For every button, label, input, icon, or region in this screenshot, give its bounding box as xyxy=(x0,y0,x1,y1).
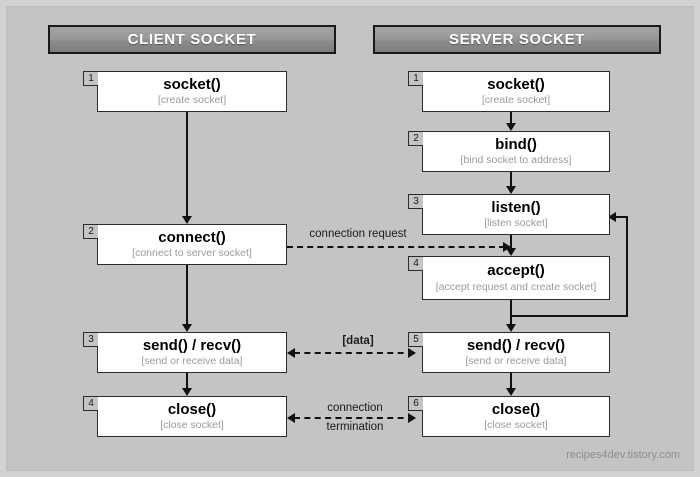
server-edge-listen-to-accept xyxy=(510,235,512,248)
client-arrowhead-close xyxy=(182,388,192,396)
server-edge-send-to-close xyxy=(510,373,512,388)
server-node-send-recv-subtitle: [send or receive data] xyxy=(465,355,567,368)
server-loop-top-segment xyxy=(616,216,628,218)
server-node-send-recv[interactable]: 5 send() / recv() [send or receive data] xyxy=(408,332,610,373)
server-node-bind[interactable]: 2 bind() [bind socket to address] xyxy=(408,131,610,172)
arrowhead-termination-to-client xyxy=(287,413,295,423)
client-node-connect-subtitle: [connect to server socket] xyxy=(132,247,252,260)
arrowhead-data-to-client xyxy=(287,348,295,358)
edge-label-data: [data] xyxy=(342,335,374,347)
client-node-socket-subtitle: [create socket] xyxy=(157,94,227,107)
edge-data-exchange xyxy=(294,352,414,354)
server-arrowhead-accept xyxy=(506,248,516,256)
client-node-send-recv[interactable]: 3 send() / recv() [send or receive data] xyxy=(83,332,287,373)
server-edge-bind-to-listen xyxy=(510,172,512,186)
server-step-number-1: 1 xyxy=(408,71,423,86)
client-arrowhead-connect xyxy=(182,216,192,224)
server-node-close-title: close() xyxy=(491,400,541,418)
server-node-accept-subtitle: [accept request and create socket] xyxy=(435,280,597,293)
client-edge-socket-to-connect xyxy=(186,112,188,216)
diagram-canvas: CLIENT SOCKET SERVER SOCKET 1 socket() [… xyxy=(6,6,694,471)
client-edge-connect-to-send xyxy=(186,265,188,324)
client-node-socket-title: socket() xyxy=(163,75,221,93)
edge-connection-request xyxy=(287,246,505,248)
server-edge-socket-to-bind xyxy=(510,112,512,123)
watermark-text: recipes4dev.tistory.com xyxy=(566,449,680,461)
server-node-accept[interactable]: 4 accept() [accept request and create so… xyxy=(408,256,610,300)
server-node-send-recv-title: send() / recv() xyxy=(466,336,566,354)
server-arrowhead-close xyxy=(506,388,516,396)
client-edge-send-to-close xyxy=(186,373,188,388)
edge-label-connection-termination-line1: connection xyxy=(327,402,383,414)
client-step-number-3: 3 xyxy=(83,332,98,347)
server-node-close[interactable]: 6 close() [close socket] xyxy=(408,396,610,437)
server-step-number-3: 3 xyxy=(408,194,423,209)
server-arrowhead-listen xyxy=(506,186,516,194)
column-header-server: SERVER SOCKET xyxy=(373,25,661,54)
client-step-number-2: 2 xyxy=(83,224,98,239)
server-node-close-subtitle: [close socket] xyxy=(484,419,548,432)
client-arrowhead-send xyxy=(182,324,192,332)
arrowhead-termination-to-server xyxy=(408,413,416,423)
edge-label-connection-termination-line2: termination xyxy=(326,421,384,433)
column-header-client: CLIENT SOCKET xyxy=(48,25,336,54)
server-node-listen-subtitle: [listen socket] xyxy=(484,217,548,230)
server-node-socket[interactable]: 1 socket() [create socket] xyxy=(408,71,610,112)
server-node-socket-title: socket() xyxy=(487,75,545,93)
arrowhead-data-to-server xyxy=(408,348,416,358)
client-node-close[interactable]: 4 close() [close socket] xyxy=(83,396,287,437)
client-node-socket[interactable]: 1 socket() [create socket] xyxy=(83,71,287,112)
client-node-send-recv-title: send() / recv() xyxy=(142,336,242,354)
client-step-number-1: 1 xyxy=(83,71,98,86)
client-node-close-subtitle: [close socket] xyxy=(160,419,224,432)
server-node-listen-title: listen() xyxy=(491,198,541,216)
server-node-bind-title: bind() xyxy=(495,135,537,153)
server-loop-bottom-segment xyxy=(510,315,628,317)
server-edge-accept-to-send xyxy=(510,300,512,324)
server-arrowhead-bind xyxy=(506,123,516,131)
server-step-number-4: 4 xyxy=(408,256,423,271)
arrowhead-connection-request xyxy=(503,242,511,252)
server-step-number-6: 6 xyxy=(408,396,423,411)
server-loop-right-segment xyxy=(626,216,628,317)
server-step-number-2: 2 xyxy=(408,131,423,146)
server-arrowhead-send xyxy=(506,324,516,332)
server-node-bind-subtitle: [bind socket to address] xyxy=(460,154,572,167)
edge-label-connection-request: connection request xyxy=(309,228,407,240)
server-node-listen[interactable]: 3 listen() [listen socket] xyxy=(408,194,610,235)
client-node-send-recv-subtitle: [send or receive data] xyxy=(141,355,243,368)
client-step-number-4: 4 xyxy=(83,396,98,411)
server-step-number-5: 5 xyxy=(408,332,423,347)
client-node-connect[interactable]: 2 connect() [connect to server socket] xyxy=(83,224,287,265)
client-node-connect-title: connect() xyxy=(158,228,226,246)
server-node-socket-subtitle: [create socket] xyxy=(481,94,551,107)
server-loop-arrowhead-listen xyxy=(608,212,616,222)
edge-connection-termination xyxy=(294,417,414,419)
client-node-close-title: close() xyxy=(167,400,217,418)
server-node-accept-title: accept() xyxy=(487,262,545,280)
